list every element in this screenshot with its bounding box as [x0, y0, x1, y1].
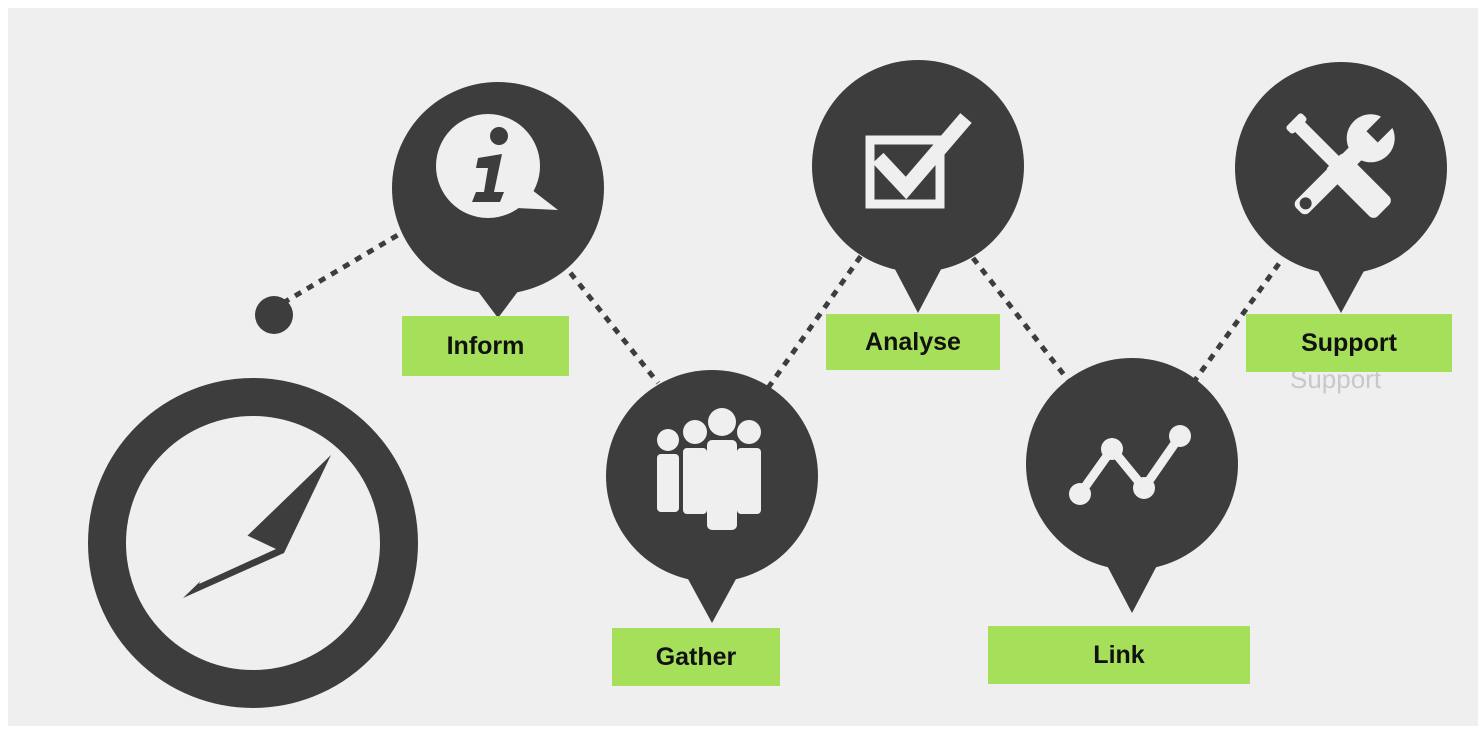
pin-link [1026, 358, 1238, 613]
screwdriver-wrench-icon [1286, 111, 1398, 218]
line-graph-icon [1069, 425, 1191, 505]
pin-inform [392, 82, 604, 318]
group-of-people-icon [657, 408, 761, 530]
dotted-connector [281, 223, 1286, 390]
checkbox-checkmark-icon [865, 113, 972, 209]
pin-analyse [812, 60, 1024, 313]
step-label-gather: Gather [612, 628, 780, 686]
info-speech-bubble-icon [436, 114, 558, 218]
step-label-link: Link [988, 626, 1250, 684]
step-label-analyse: Analyse [826, 314, 1000, 370]
process-diagram: Support Inform Gather Analyse Link Suppo… [8, 8, 1478, 726]
diagram-canvas: Support [88, 60, 1447, 708]
compass-icon [88, 378, 418, 708]
start-dot [255, 296, 293, 334]
pin-support [1235, 62, 1447, 313]
pin-gather [606, 370, 818, 623]
step-label-inform: Inform [402, 316, 569, 376]
step-label-support: Support [1246, 314, 1452, 372]
